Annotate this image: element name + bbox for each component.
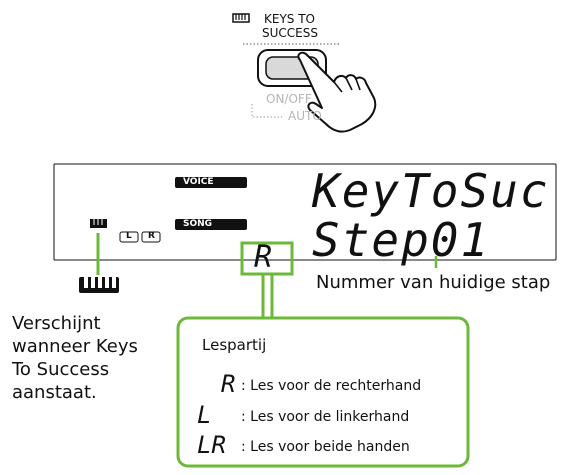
keyboard-icon bbox=[232, 13, 250, 23]
voice-badge: VOICE bbox=[175, 177, 247, 188]
on-off-label: ON/OFF bbox=[266, 92, 312, 106]
left-hand-indicator bbox=[119, 231, 139, 243]
lesson-text-l: : Les voor de linkerhand bbox=[241, 409, 410, 425]
song-badge: SONG bbox=[175, 219, 247, 230]
left-hand-label: L bbox=[126, 231, 132, 241]
right-hand-label: R bbox=[148, 231, 155, 241]
keys-to-success-label-line1: KEYS TO bbox=[264, 12, 315, 26]
lcd-display bbox=[53, 163, 557, 261]
display-line-2: Step01 bbox=[312, 213, 491, 267]
part-indicator: R bbox=[254, 240, 275, 275]
pointing-hand-icon bbox=[297, 51, 377, 133]
lesson-text-r: : Les voor de rechterhand bbox=[241, 378, 422, 394]
indicator-description-line: Verschijnt bbox=[12, 313, 101, 334]
indicator-description-line: To Success bbox=[12, 359, 110, 380]
auto-bracket bbox=[251, 104, 282, 118]
lesson-symbol-l: L bbox=[197, 401, 212, 429]
display-line-1: KeyToSuc bbox=[312, 164, 550, 218]
lesson-text-lr: : Les voor beide handen bbox=[241, 439, 410, 455]
lesson-part-box bbox=[176, 316, 470, 468]
lesson-symbol-lr: LR bbox=[197, 431, 226, 459]
keys-to-success-label-line2: SUCCESS bbox=[262, 26, 318, 40]
keys-to-success-indicator-icon bbox=[79, 277, 119, 293]
step-number-caption: Nummer van huidige stap bbox=[316, 272, 551, 293]
lesson-part-title: Lespartij bbox=[202, 336, 267, 354]
indicator-description-line: aanstaat. bbox=[12, 382, 97, 403]
lesson-symbol-r: R bbox=[221, 370, 236, 398]
indicator-description-line: wanneer Keys bbox=[12, 336, 138, 357]
indicator-description: Verschijnt wanneer Keys To Success aanst… bbox=[12, 312, 138, 404]
display-keyboard-icon bbox=[90, 219, 107, 228]
right-hand-indicator bbox=[141, 231, 161, 243]
part-indicator-highlight bbox=[240, 241, 294, 276]
auto-label: AUTO bbox=[288, 109, 322, 123]
